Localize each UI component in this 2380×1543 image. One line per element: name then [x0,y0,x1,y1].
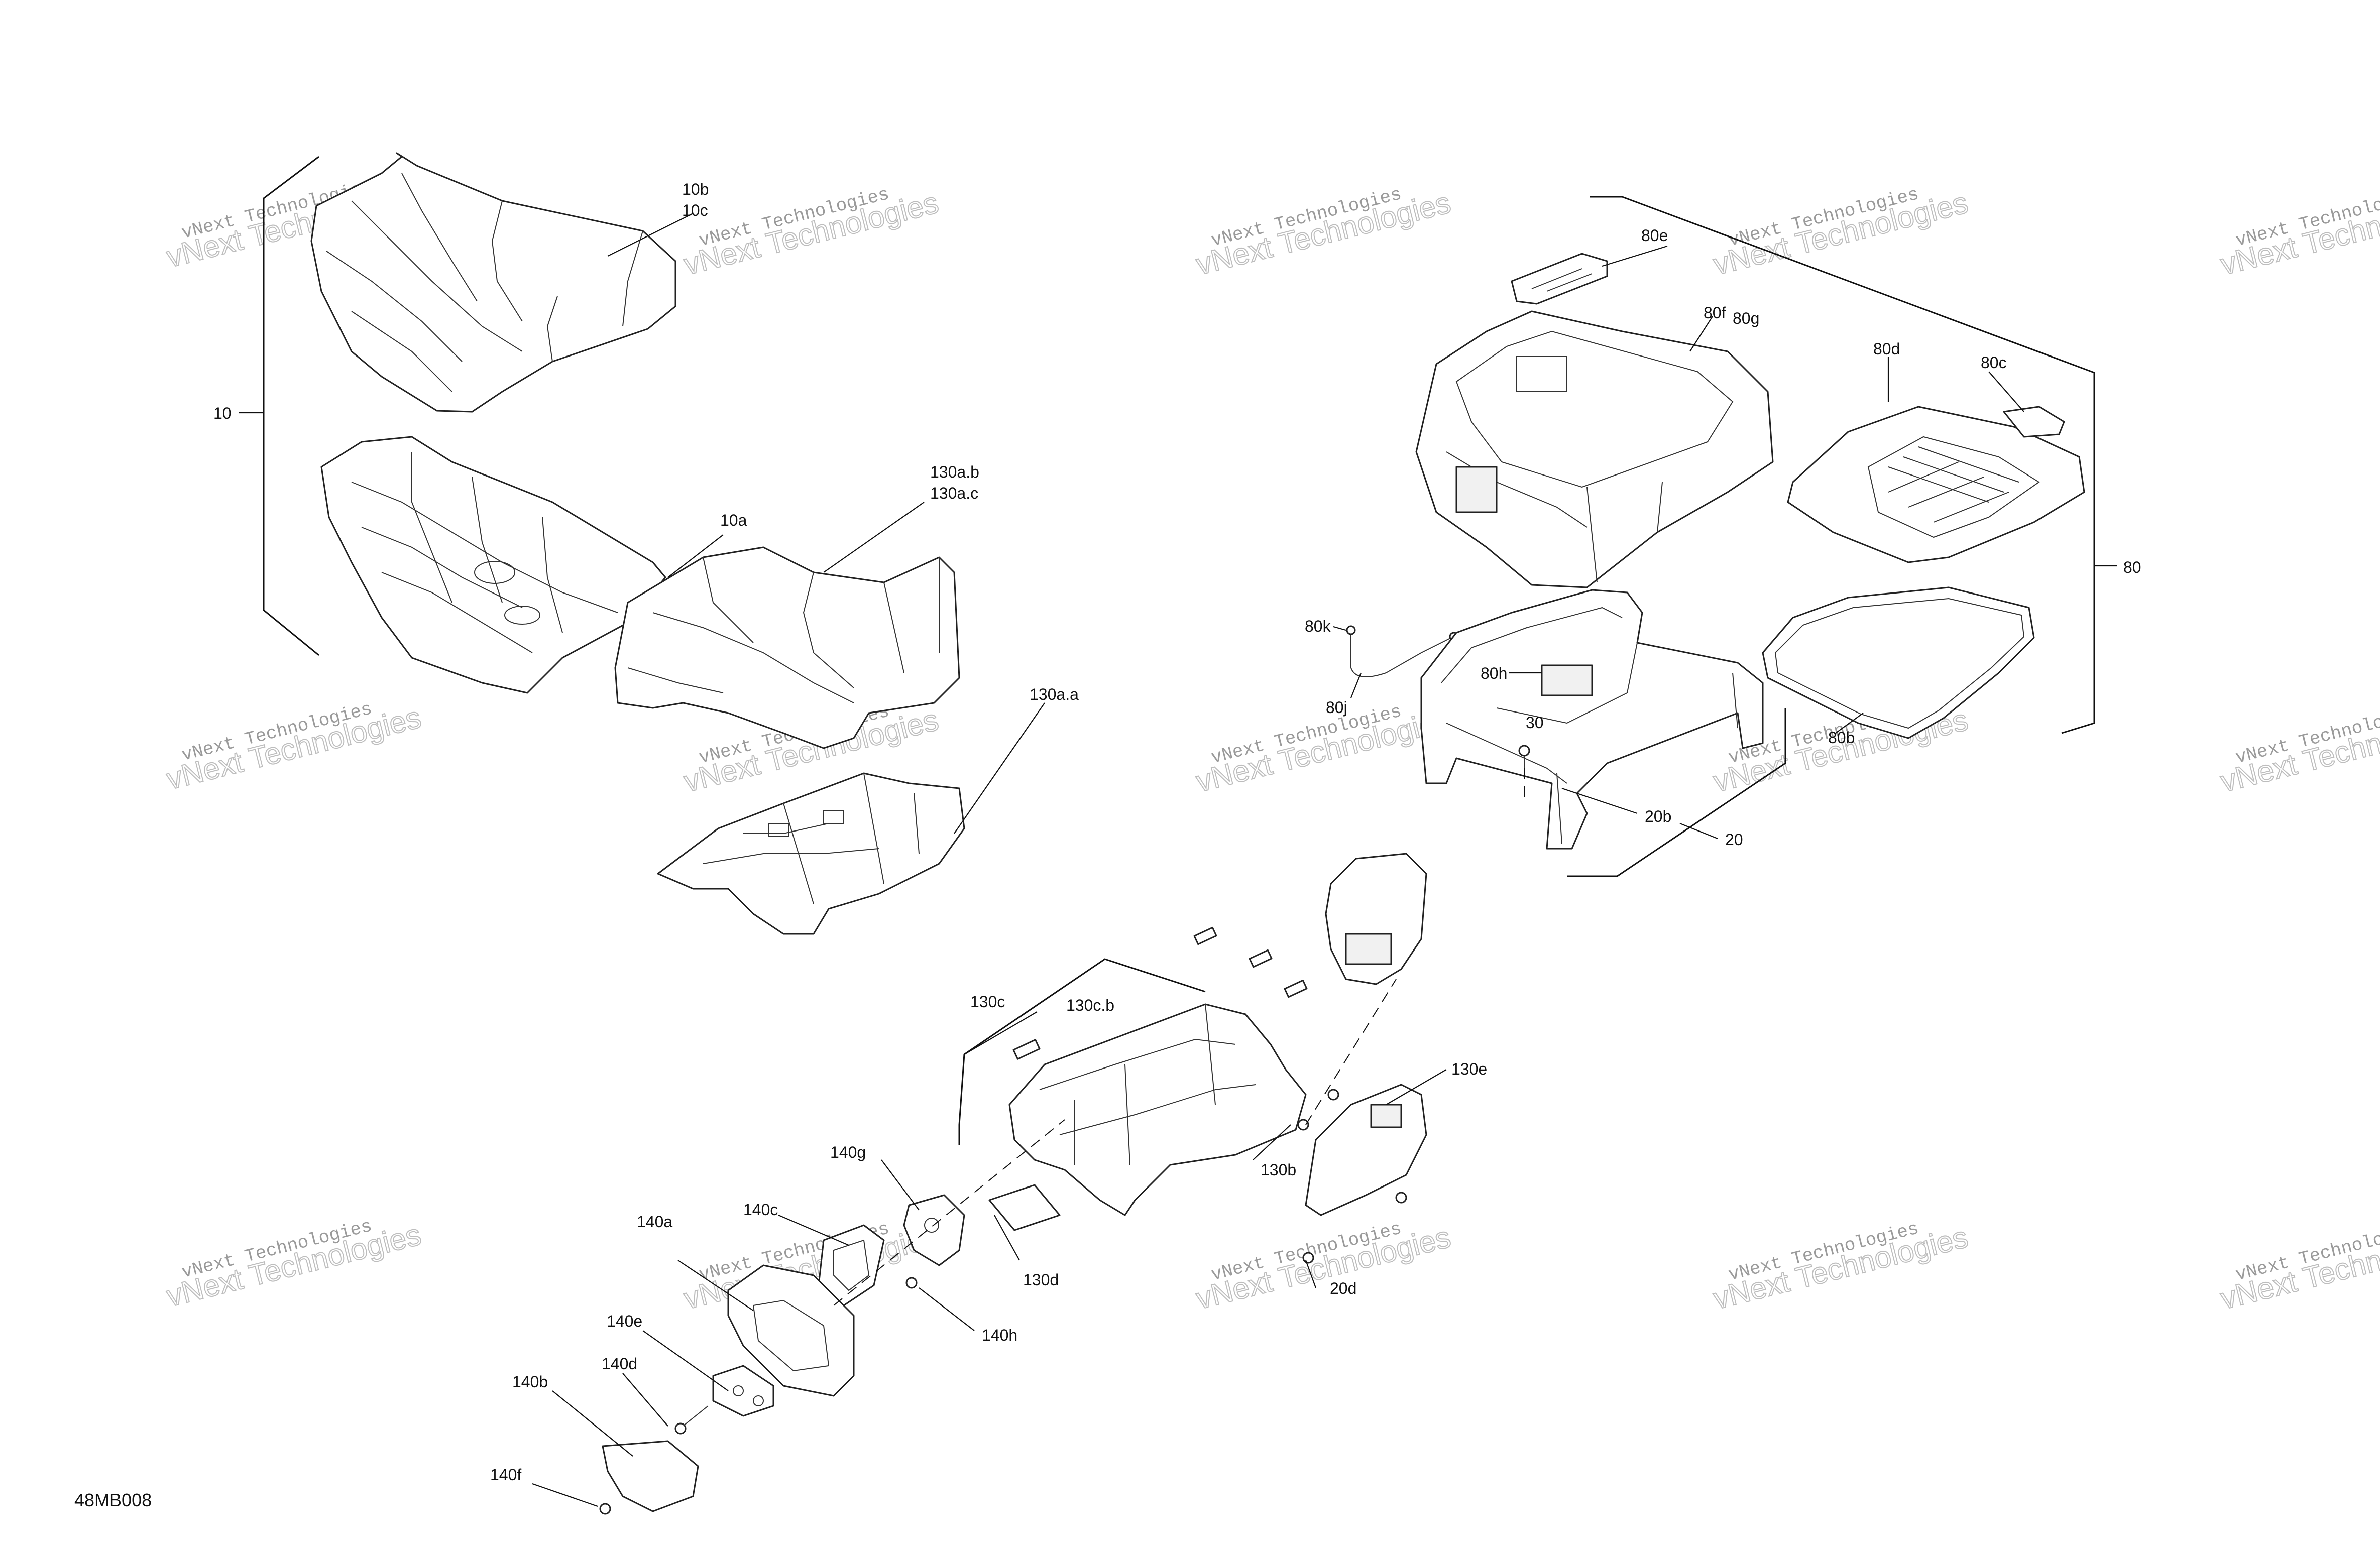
watermark: vNext Technologies vNext Technologies [2217,184,2380,282]
watermark: vNext Technologies vNext Technologies [1192,1218,1454,1316]
callout-140b: 140b [512,1373,548,1391]
callout-140f: 140f [490,1466,521,1484]
watermark: vNext Technologies vNext Technologies [1710,184,1972,282]
screw-140d-part [674,1405,709,1435]
callout-80b: 80b [1828,729,1855,747]
watermark: vNext Technologies vNext Technologies [2217,1218,2380,1316]
watermark: vNext Technologies vNext Technologies [1192,184,1454,282]
callout-80: 80 [2123,558,2141,576]
callout-130ab: 130a.b [930,463,979,481]
callout-10: 10 [213,404,232,422]
callout-80j: 80j [1326,698,1347,717]
callout-130c: 130c [970,993,1005,1011]
callout-130cb: 130c.b [1066,996,1114,1014]
callout-130b: 130b [1261,1161,1296,1179]
screw-30-part [1518,745,1530,768]
callout-20d: 20d [1330,1279,1356,1297]
group-80-bracket [1590,196,2117,734]
seat-base-part [320,436,666,694]
callout-20: 20 [1725,830,1743,849]
callout-140g: 140g [830,1143,866,1161]
callout-10b: 10b [682,180,709,198]
assembly-lines [833,768,1525,1306]
callout-140d: 140d [602,1355,637,1373]
lid-latch-part [2003,406,2065,438]
watermark: vNext Technologies vNext Technologies [1710,1218,1972,1316]
callout-80h: 80h [1481,664,1507,682]
frame-part [1420,589,1764,850]
watermark: vNext Technologies vNext Technologies [163,698,425,796]
side-cover-part [1305,1084,1427,1216]
callout-130e: 130e [1451,1060,1487,1078]
watermark: vNext Technologies vNext Technologies [680,184,942,282]
label-130d-part [988,1184,1061,1231]
callout-140e: 140e [607,1312,642,1330]
screw-140h-part [905,1277,918,1289]
callout-80c: 80c [1981,353,2007,372]
bolt-part [1012,926,1308,1060]
callout-30: 30 [1526,714,1544,732]
callout-130d: 130d [1023,1271,1059,1289]
callout-130ac: 130a.c [930,484,978,502]
storage-lid-part [1787,406,2085,563]
screw-140f-part [599,1503,611,1515]
seat-foam-part [614,546,960,749]
group-130c-bracket [958,958,1206,1145]
watermark: vNext Technologies vNext Technologies [2217,701,2380,799]
seat-pan-part [657,772,965,935]
callout-140c: 140c [743,1201,778,1219]
callout-80d: 80d [1873,340,1900,358]
group-20-bracket [1567,708,1786,877]
watermark: vNext Technologies vNext Technologies [163,1216,425,1314]
armrest-housing-part [727,1264,855,1397]
callout-140a: 140a [637,1213,672,1231]
callout-80f: 80f [1704,304,1726,322]
screws-130b-part [1297,1089,1407,1264]
callout-labels: 10b 10c 10 10a 130a.b 130a.c 130a.a 80e … [74,180,2141,1510]
lower-cover-part [602,1440,699,1512]
leader-lines [532,213,2024,1507]
callout-20b: 20b [1645,807,1671,825]
callout-10a: 10a [720,511,747,529]
callout-140h: 140h [982,1326,1017,1344]
backrest-frame-part [1008,1003,1307,1216]
watermark: vNext Technologies vNext Technologies [1192,701,1454,799]
callout-130aa: 130a.a [1030,685,1079,703]
callout-80k: 80k [1305,617,1331,635]
storage-box-part [1415,310,1774,588]
group-10-bracket [239,156,319,656]
callout-10c: 10c [682,201,708,219]
callout-80e: 80e [1641,226,1668,245]
mount-bracket-part [712,1365,774,1417]
seat-cushion-part [310,152,676,413]
backrest-pad-part [1325,853,1427,985]
document-id: 48MB008 [74,1490,152,1510]
callout-80g: 80g [1733,309,1759,327]
latch-plate-part [1511,253,1608,305]
lid-gasket-part [1762,586,2035,739]
